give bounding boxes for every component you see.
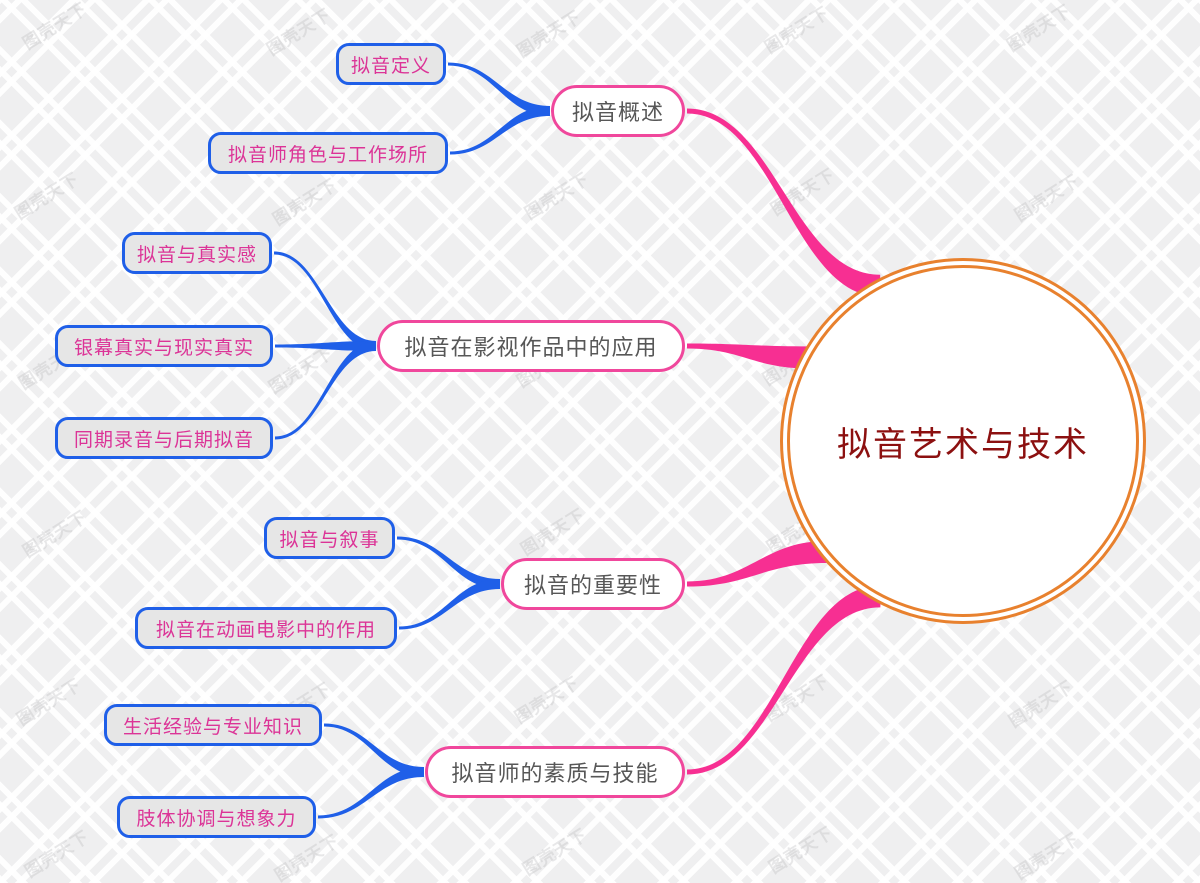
edge-sub <box>448 62 550 116</box>
edge-main-application <box>687 343 809 369</box>
edge-sub <box>450 106 550 155</box>
edge-sub <box>324 723 424 777</box>
branch-node-skills[interactable]: 拟音师的素质与技能 <box>425 746 685 798</box>
branch-node-label: 拟音概述 <box>571 101 664 126</box>
edge-sub <box>275 341 376 440</box>
center-node[interactable]: 拟音艺术与技术 <box>787 265 1139 617</box>
leaf-node-label: 同期录音与后期拟音 <box>73 428 254 451</box>
leaf-node-label: 拟音师角色与工作场所 <box>227 143 428 166</box>
leaf-node[interactable]: 拟音在动画电影中的作用 <box>135 607 397 649</box>
leaf-node[interactable]: 拟音与真实感 <box>122 232 272 274</box>
edge-sub <box>318 767 424 819</box>
edge-main-importance <box>687 540 827 587</box>
branch-node-label: 拟音的重要性 <box>523 574 662 599</box>
edge-sub <box>275 341 376 351</box>
leaf-node[interactable]: 生活经验与专业知识 <box>104 704 322 746</box>
leaf-node-label: 拟音在动画电影中的作用 <box>155 618 376 641</box>
leaf-node[interactable]: 拟音师角色与工作场所 <box>208 132 448 174</box>
branch-node-application[interactable]: 拟音在影视作品中的应用 <box>377 320 685 372</box>
leaf-node-label: 银幕真实与现实真实 <box>73 336 254 359</box>
leaf-node[interactable]: 银幕真实与现实真实 <box>55 325 273 367</box>
branch-node-importance[interactable]: 拟音的重要性 <box>501 558 685 610</box>
branch-node-overview[interactable]: 拟音概述 <box>551 85 685 137</box>
edge-main-skills <box>687 585 881 775</box>
leaf-node-label: 生活经验与专业知识 <box>122 715 303 738</box>
edge-sub <box>399 579 500 630</box>
edge-sub <box>397 536 500 589</box>
center-node-label: 拟音艺术与技术 <box>837 424 1089 465</box>
edge-main-overview <box>687 108 881 297</box>
edge-sub <box>274 251 376 351</box>
leaf-node[interactable]: 拟音与叙事 <box>264 517 395 559</box>
leaf-node-label: 拟音与真实感 <box>137 243 258 266</box>
branch-node-label: 拟音师的素质与技能 <box>451 762 659 787</box>
leaf-node-label: 拟音与叙事 <box>279 528 380 551</box>
leaf-node[interactable]: 同期录音与后期拟音 <box>55 417 273 459</box>
leaf-node[interactable]: 肢体协调与想象力 <box>117 796 316 838</box>
leaf-node[interactable]: 拟音定义 <box>336 43 446 85</box>
leaf-node-label: 拟音定义 <box>351 54 432 77</box>
branch-node-label: 拟音在影视作品中的应用 <box>404 336 658 361</box>
leaf-node-label: 肢体协调与想象力 <box>136 807 297 830</box>
